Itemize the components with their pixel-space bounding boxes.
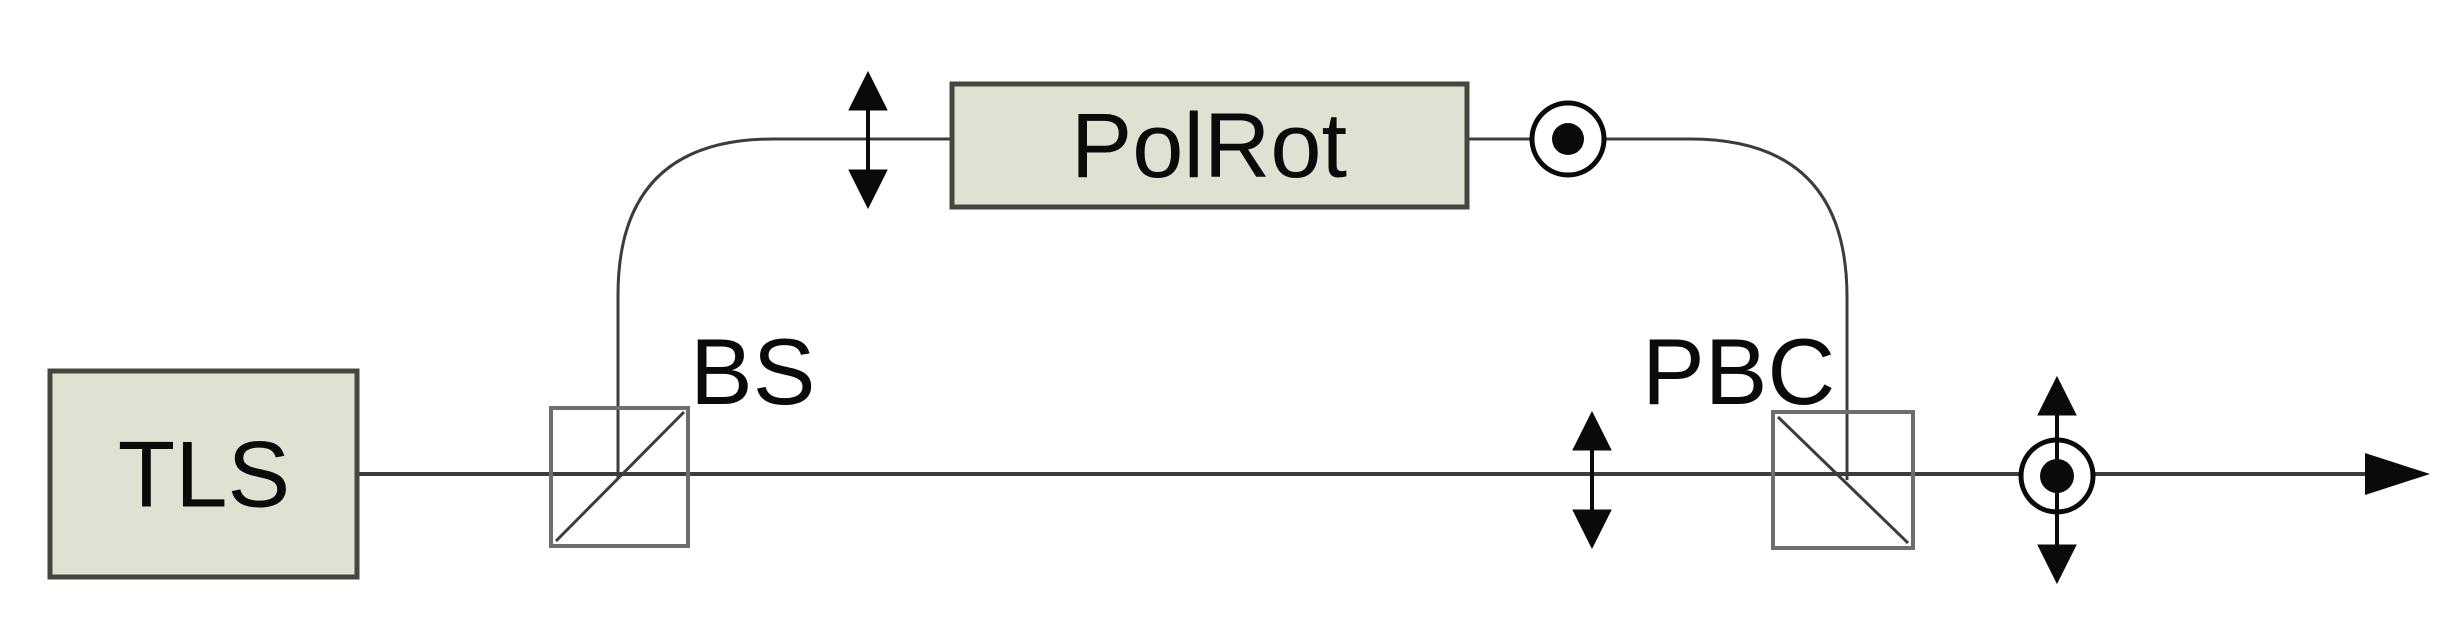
tls-box-rect: [47, 368, 360, 580]
vertical-polarization-arrow-icon: [2037, 375, 2077, 585]
bs-label: BS: [690, 319, 815, 424]
fiber-path-polrot-to-pbc: [1467, 137, 1849, 480]
vert-arrow3-head-up: [2037, 375, 2077, 416]
pbc-cube-rect: [1771, 410, 1915, 550]
bs-cube-rect: [549, 406, 690, 548]
tls-box: TLS: [47, 368, 360, 580]
pbc-cube-diagonal: [1776, 415, 1910, 545]
vert-arrow2-head-down: [1572, 509, 1612, 550]
polrot-label: PolRot: [1071, 95, 1347, 197]
vert-arrow2-head-up: [1572, 410, 1612, 451]
vertical-polarization-arrow-icon: [1572, 410, 1612, 550]
out-of-plane-polarization-icon: [1529, 100, 1607, 178]
output-arrow-icon: [2365, 453, 2430, 495]
polarization-dot: [1552, 123, 1584, 155]
vertical-polarization-arrow-icon: [848, 70, 888, 210]
polrot-box: PolRot: [949, 81, 1470, 210]
beam-splitter-icon: BS: [549, 319, 815, 548]
vert-arrow3-head-down: [2037, 544, 2077, 585]
fiber-path-bs-to-polrot: [616, 137, 952, 478]
vert-arrow1-head-up: [848, 70, 888, 111]
polrot-box-rect: [949, 81, 1470, 210]
tls-label: TLS: [118, 422, 290, 527]
pbc-label: PBC: [1642, 319, 1835, 424]
combined-polarization-icon: [2018, 375, 2096, 585]
bs-cube-diagonal: [554, 410, 686, 543]
vert-arrow1-head-down: [848, 169, 888, 210]
polarization-beam-combiner-icon: PBC: [1642, 319, 1915, 550]
